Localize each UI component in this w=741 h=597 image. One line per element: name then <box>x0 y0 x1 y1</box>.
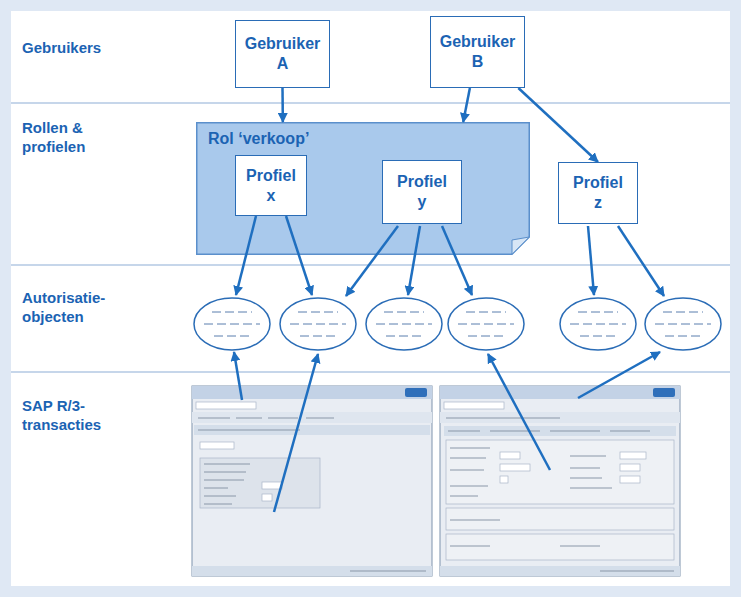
dash-line <box>290 324 346 325</box>
dash-line <box>384 312 424 313</box>
profile-box: Profiel y <box>382 160 462 224</box>
dash-line <box>665 336 701 337</box>
row-label: Rollen & profielen <box>22 118 134 156</box>
dash-line <box>386 336 422 337</box>
assignment-arrow <box>518 88 598 162</box>
object-ellipse <box>194 298 270 350</box>
dash-line <box>663 312 703 313</box>
box-label: Profiel y <box>392 172 452 212</box>
user-box: Gebruiker A <box>235 20 330 88</box>
dash-line <box>458 324 514 325</box>
user-box: Gebruiker B <box>430 16 525 88</box>
box-label: Profiel x <box>241 166 301 206</box>
assignment-arrow <box>281 88 284 122</box>
assignment-arrow <box>463 88 470 122</box>
box-label: Gebruiker B <box>438 32 518 72</box>
row-label: Gebruikers <box>22 38 134 57</box>
dash-line <box>298 312 338 313</box>
box-label: Profiel z <box>568 173 628 213</box>
object-ellipse <box>560 298 636 350</box>
white-panel <box>11 11 730 586</box>
dash-line <box>214 336 250 337</box>
box-label: Gebruiker A <box>243 34 323 74</box>
row-label: Autorisatie-objecten <box>22 288 134 326</box>
authorisation-objects <box>194 298 721 350</box>
sap-screen-left <box>192 386 432 576</box>
dash-line <box>580 336 616 337</box>
dash-line <box>300 336 336 337</box>
dash-line <box>468 336 504 337</box>
sap-screen-right <box>440 386 680 576</box>
profile-box: Profiel x <box>235 155 307 216</box>
dash-line <box>578 312 618 313</box>
object-ellipse <box>366 298 442 350</box>
object-ellipse <box>448 298 524 350</box>
object-ellipse <box>645 298 721 350</box>
dash-line <box>570 324 626 325</box>
role-title: Rol ‘verkoop’ <box>208 129 309 149</box>
dash-line <box>204 324 260 325</box>
role-group: Rol ‘verkoop’ Profiel x Profiel y <box>196 122 530 255</box>
dash-line <box>655 324 711 325</box>
row-separators <box>11 103 730 372</box>
dash-line <box>212 312 252 313</box>
dash-line <box>466 312 506 313</box>
dash-line <box>376 324 432 325</box>
object-arrows <box>234 216 664 512</box>
object-ellipse <box>280 298 356 350</box>
profile-box: Profiel z <box>558 162 638 224</box>
row-label: SAP R/3-transacties <box>22 396 134 434</box>
